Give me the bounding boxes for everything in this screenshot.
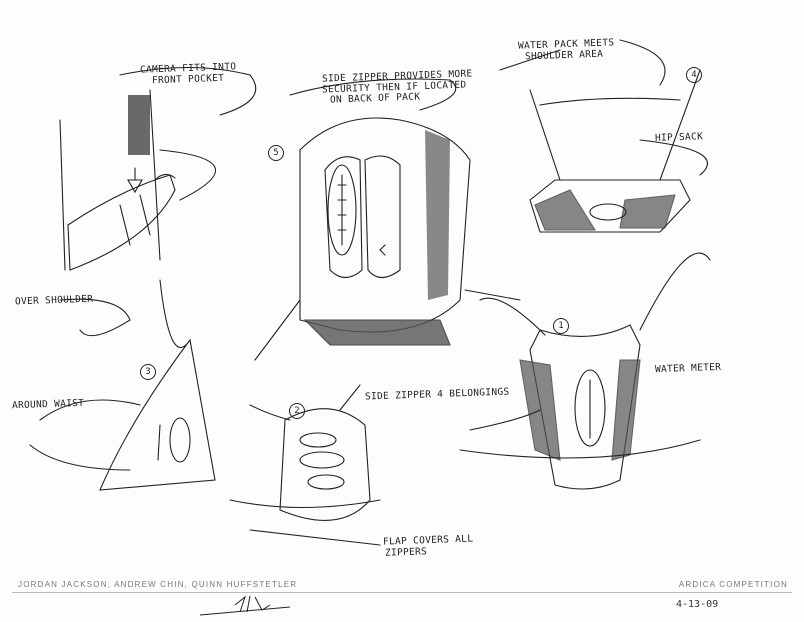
- sketch-number-2: 2: [289, 403, 305, 419]
- sketch-number-1: 1: [553, 318, 569, 334]
- footer-authors: JORDAN JACKSON, ANDREW CHIN, QUINN HUFFS…: [18, 580, 298, 589]
- footer-divider: [12, 592, 792, 593]
- sketch-number-5: 5: [268, 145, 284, 161]
- sketch-number-4: 4: [686, 67, 702, 83]
- footer-competition: ARDICA COMPETITION: [678, 580, 788, 589]
- camera-pocket-sketch: [59, 66, 257, 271]
- side-zipper-pack-sketch: [254, 78, 521, 361]
- over-shoulder-pack-sketch: [29, 279, 216, 491]
- water-pack-shoulder-sketch: [499, 39, 708, 233]
- small-pack-sketch: [229, 384, 381, 546]
- water-meter-pack-sketch: [459, 252, 711, 490]
- sketch-number-3: 3: [140, 364, 156, 380]
- footer-date: 4-13-09: [676, 599, 719, 610]
